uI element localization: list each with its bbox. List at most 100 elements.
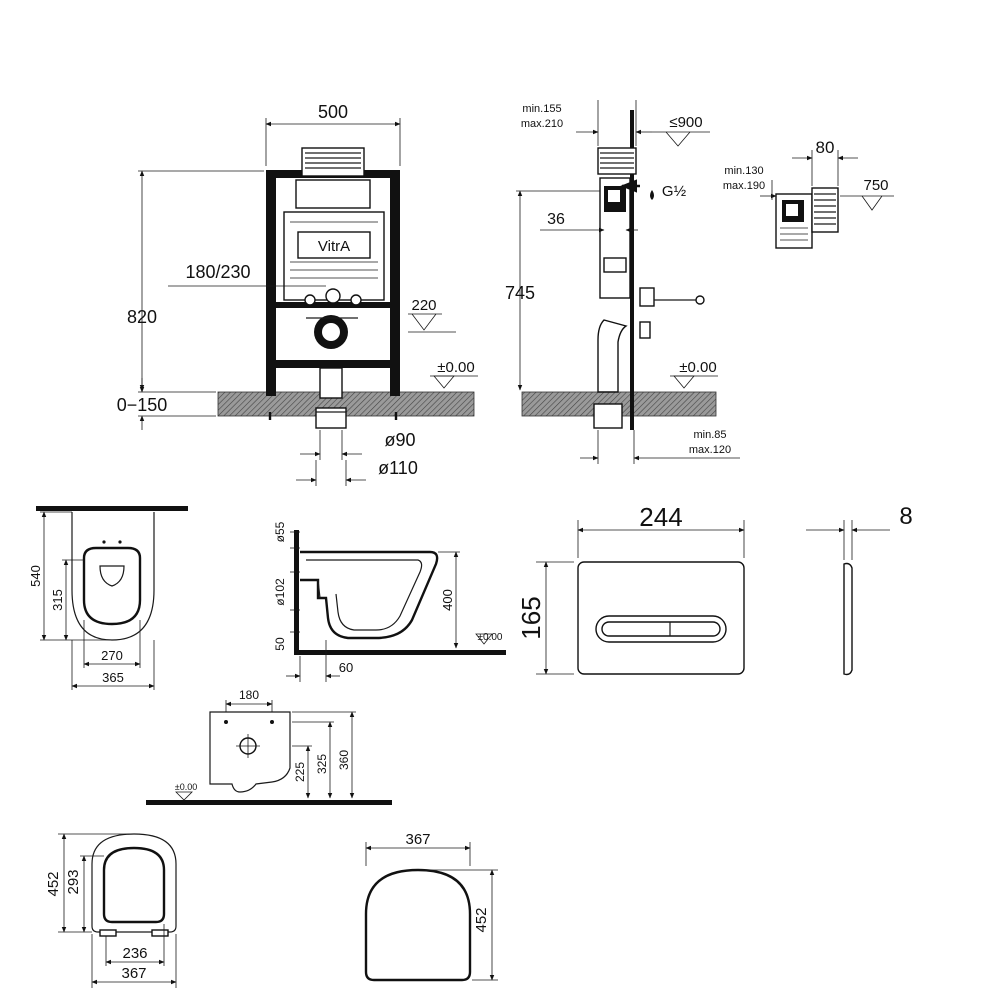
dim-pan-depth: 540	[28, 565, 43, 587]
elev-floor	[146, 800, 392, 805]
dim-pan-height: 400	[440, 589, 455, 611]
side-bolt	[695, 295, 705, 305]
side-bracket-bottom	[639, 321, 651, 339]
dim-elev-h3: 360	[337, 750, 351, 770]
dim-elev-h2: 325	[315, 754, 329, 774]
dim-pan-offset: 60	[339, 660, 353, 675]
seat-hinge-right	[151, 929, 169, 937]
side-floor-level: ±0.00	[679, 359, 716, 376]
dim-frame-width: 500	[318, 102, 348, 122]
side-valve-window	[608, 190, 620, 202]
flush-grille	[301, 147, 365, 177]
detail-grille-lines	[814, 193, 836, 225]
seat-outer	[91, 833, 177, 933]
water-inlet	[325, 288, 341, 304]
front-view: VitrA 500 820 0−150 180/230 220	[117, 102, 478, 486]
detail-valve-window	[786, 204, 798, 216]
frame-bottom-rail	[266, 360, 400, 368]
seat-inner	[102, 846, 166, 924]
cistern-ribs	[290, 221, 378, 279]
pan-top-outline	[71, 512, 155, 641]
dim-max-height: ≤900	[669, 114, 702, 131]
seat-hinge-left	[99, 929, 117, 937]
water-drop-icon	[650, 190, 654, 200]
dim-supply-thread: G½	[662, 183, 687, 200]
cistern-opening	[295, 179, 371, 209]
dim-plate-depth: 8	[899, 503, 912, 530]
dim-pipe-height: 220	[411, 297, 436, 314]
fixing-hole-right	[118, 540, 122, 544]
flush-plate-side: 8	[806, 503, 913, 676]
drain-riser	[319, 367, 343, 399]
side-bracket-top	[639, 287, 655, 307]
side-connector	[603, 257, 627, 273]
frame-mid-rail	[276, 302, 390, 308]
front-floor-level: ±0.00	[437, 359, 474, 376]
logo-badge	[297, 231, 371, 259]
dim-elev-spacing: 180	[239, 688, 259, 702]
dim-frame-height: 820	[127, 307, 157, 327]
dim-drain-inner: ø90	[384, 430, 415, 450]
elev-hole-left	[224, 720, 228, 724]
side-drain-socket	[593, 403, 623, 429]
fixing-hole-left	[102, 540, 106, 544]
fixing-bolt-right	[350, 294, 362, 306]
dim-plate-height: 165	[516, 596, 546, 639]
pan-top-wall	[36, 506, 188, 511]
dim-detail-height: 750	[863, 177, 888, 194]
dim-lid-depth: 452	[473, 907, 490, 932]
pan-side-floor	[294, 650, 506, 655]
dim-pan-outer: 365	[102, 670, 124, 685]
pan-side-wall	[294, 530, 299, 652]
flush-outlet-bore	[322, 323, 340, 341]
drain-socket	[315, 407, 347, 429]
elev-floor-level: ±0.00	[175, 782, 197, 792]
fixing-bolt-left	[304, 294, 316, 306]
side-wall-line	[630, 110, 634, 430]
frame-left-leg	[266, 170, 276, 396]
dim-elev-h1: 225	[293, 762, 307, 782]
plate-side-profile	[843, 562, 853, 676]
elev-pan-outline	[209, 711, 291, 793]
side-grille	[597, 147, 637, 175]
dim-base-max: max.120	[689, 444, 731, 456]
seat-top-view: 452 293 236 367	[45, 833, 177, 988]
dim-seat-width: 367	[121, 965, 146, 982]
dim-seat-depth: 452	[45, 871, 62, 896]
dim-seat-inner-width: 236	[122, 945, 147, 962]
dim-detail-width: 80	[816, 138, 835, 157]
dim-pan-inner: 270	[101, 648, 123, 663]
dim-pan-base: 50	[273, 637, 287, 651]
dim-flush-range: 180/230	[185, 262, 250, 282]
pan-floor-level: ±0.00	[478, 632, 503, 643]
dim-wall-min: min.155	[522, 103, 561, 115]
dim-wall-max: max.210	[521, 118, 563, 130]
lid-outline	[364, 868, 472, 982]
dim-pan-dia1: ø55	[273, 521, 287, 542]
dim-plate-width: 244	[639, 502, 682, 532]
elev-hole-right	[270, 720, 274, 724]
dim-lid-width: 367	[405, 831, 430, 848]
brand-logo: VitrA	[318, 238, 350, 255]
plate-button-inner[interactable]	[601, 621, 721, 637]
dim-detail-max: max.190	[723, 180, 765, 192]
detail-ribs	[780, 227, 808, 241]
pan-top-rim	[82, 546, 142, 626]
dim-detail-min: min.130	[724, 165, 763, 177]
flush-grille-lines	[305, 152, 361, 169]
dim-offset: 36	[547, 211, 565, 228]
pan-top-view: 540 315 270 365	[28, 506, 188, 690]
dim-drain-outer: ø110	[378, 458, 418, 478]
side-grille-lines	[600, 152, 634, 169]
dim-base-min: min.85	[693, 429, 726, 441]
side-view: G½ min.155 max.210 ≤900 745 36 ±0.00 min…	[505, 100, 740, 464]
side-bend-pipe	[597, 319, 628, 393]
pan-side-bowl	[306, 559, 423, 631]
dim-pan-dia2: ø102	[273, 578, 287, 606]
detail-view: min.130 max.190 80 750	[723, 138, 894, 249]
dim-side-height: 745	[505, 283, 535, 303]
frame-right-leg	[390, 170, 400, 396]
seat-lid-view: 367 452	[364, 831, 498, 982]
dim-pan-fix: 315	[50, 589, 65, 611]
